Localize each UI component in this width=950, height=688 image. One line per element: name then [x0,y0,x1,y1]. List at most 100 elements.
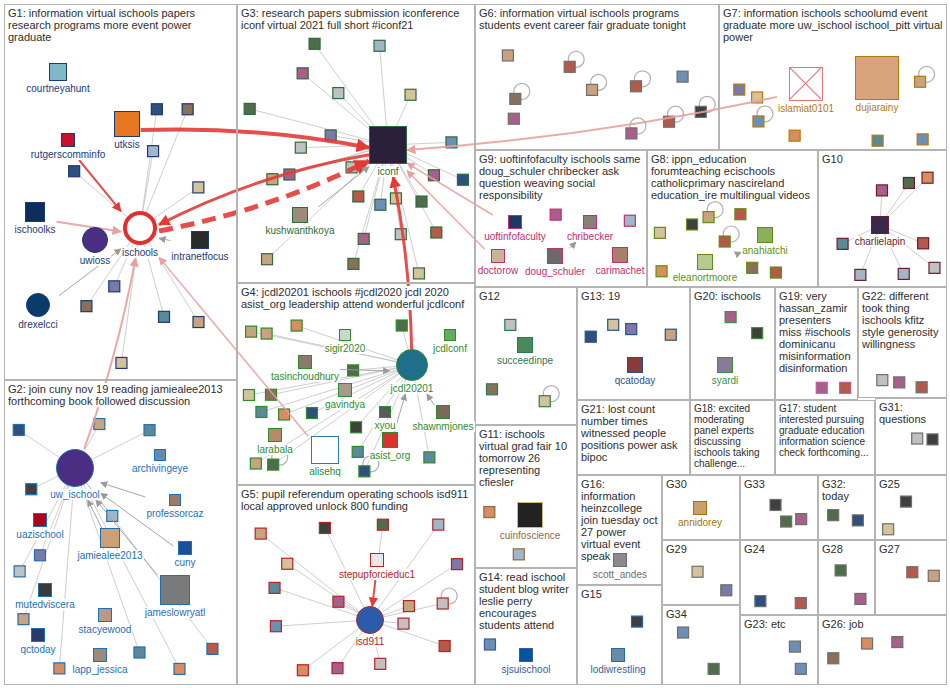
group-title: G14: read ischool student blog writer le… [479,571,569,631]
vertex-square [513,549,524,560]
avatar-icon [508,215,522,229]
edge-connector [393,177,411,349]
avatar-icon [191,231,209,249]
vertex-node: dujiarainy [855,56,900,113]
spoke-line [256,365,412,464]
group-title-block: G22: different took thing ischools kfitz… [862,290,943,350]
group-box: G24 [740,540,818,615]
avatar-icon [855,56,899,100]
vertex-square [502,50,513,61]
group-title-block: G29 [666,543,736,555]
group-title: G26: job [822,618,864,630]
avatar-icon [49,63,67,81]
group-title-block: G32: today [822,478,871,502]
vertex-node: iconf [369,126,407,177]
vertex-square [309,38,320,49]
vertex-label: syardi [711,375,740,386]
group-title-block: G10 [822,153,943,165]
vertex-node: jcdl20201 [390,349,435,394]
vertex-label: uwioss [79,255,112,266]
group-title: G10 [822,153,843,165]
vertex-label: anahiatchi [741,245,789,256]
vertex-label: drexelcci [17,319,58,330]
avatar-icon [789,67,823,101]
vertex-label: stacyewood [78,624,133,635]
vertex-label: annidorey [677,517,723,528]
group-title: G33 [744,478,765,490]
group-title: G31: questions [879,401,926,425]
vertex-label: doug_schuler [524,266,586,277]
vertex-square [297,665,308,676]
vertex-label: mutedviscera [14,599,75,610]
group-box: G23: etc [740,615,818,685]
vertex-square [632,616,643,627]
group-title-block: G4: jcdl20201 ischools #jcdl2020 jcdl 20… [241,286,471,310]
vertex-square [416,196,427,207]
group-title: G11: ischools virtual grad fair 10 tomor… [479,428,567,488]
vertex-square [922,172,933,183]
edge-connector [318,167,369,207]
group-box: G4: jcdl20201 ischools #jcdl2020 jcdl 20… [237,283,475,485]
vertex-label: shawnmjones [411,421,474,432]
vertex-square [872,135,883,146]
group-title: G27 [879,543,900,555]
vertex-square [332,663,343,674]
vertex-square [353,191,364,202]
avatar-icon [356,606,384,634]
avatar-icon [93,648,107,662]
vertex-square [159,311,170,322]
vertex-node: qctoday [19,628,56,655]
group-box: G33 [740,475,818,540]
vertex-square [269,582,280,593]
vertex-square [550,209,561,220]
avatar-icon [757,227,773,243]
group-title: G16: information heinzcollege join tuesd… [581,478,657,562]
avatar-icon [292,207,308,223]
group-box: G2: join cuny nov 19 reading jamiealee20… [4,380,237,685]
vertex-square [505,319,516,330]
vertex-square [14,566,25,577]
group-title: G21: lost count number times witnessed p… [581,403,678,463]
group-title-block: G20: ischools [694,290,771,302]
vertex-square [451,559,462,570]
vertex-node: stepupforcieduc1 [338,553,416,580]
vertex-square [359,466,370,477]
vertex-square [439,641,450,652]
vertex-square [795,663,806,674]
group-title-block: G8: ippn_education forumteaching ecischo… [651,153,814,201]
edge-connector [159,161,369,231]
vertex-label: jameslowryatl [144,607,207,618]
vertex-square [587,84,598,95]
group-box: G11: ischools virtual grad fair 10 tomor… [475,425,577,568]
group-box: G17: student interested pursuing graduat… [775,400,875,475]
vertex-square [917,134,928,145]
group-title: G19: very hassan_zamir presenters miss #… [779,290,851,374]
vertex-square [34,550,45,561]
vertex-square [656,266,667,277]
vertex-square [770,499,781,510]
group-box: G1: information virtual ischools papers … [4,4,237,380]
vertex-node: utksis [113,111,141,150]
vertex-square [148,146,159,157]
vertex-node: intranetfocus [170,231,229,262]
vertex-square [795,598,806,609]
vertex-node: anahiatchi [741,227,789,256]
group-title: G25 [879,478,900,490]
group-title-block: G12 [479,290,573,302]
vertex-node: archivingeye [131,449,189,474]
vertex-square [174,663,185,674]
vertex-label: stepupforcieduc1 [338,569,416,580]
vertex-node: alisehq [308,436,342,477]
group-title-block: G19: very hassan_zamir presenters miss #… [779,290,854,374]
vertex-square [295,142,306,153]
group-title: G8: ippn_education forumteaching ecischo… [651,153,810,201]
vertex-label: jamiealee2013 [76,550,143,561]
avatar-icon [697,254,713,270]
vertex-square [912,433,923,444]
vertex-square [510,93,521,104]
vertex-square [279,409,290,420]
spoke-line [388,145,419,273]
group-box: G3: research papers submission iconferen… [237,4,475,283]
vertex-square [721,585,732,596]
edge-connector [101,483,146,497]
